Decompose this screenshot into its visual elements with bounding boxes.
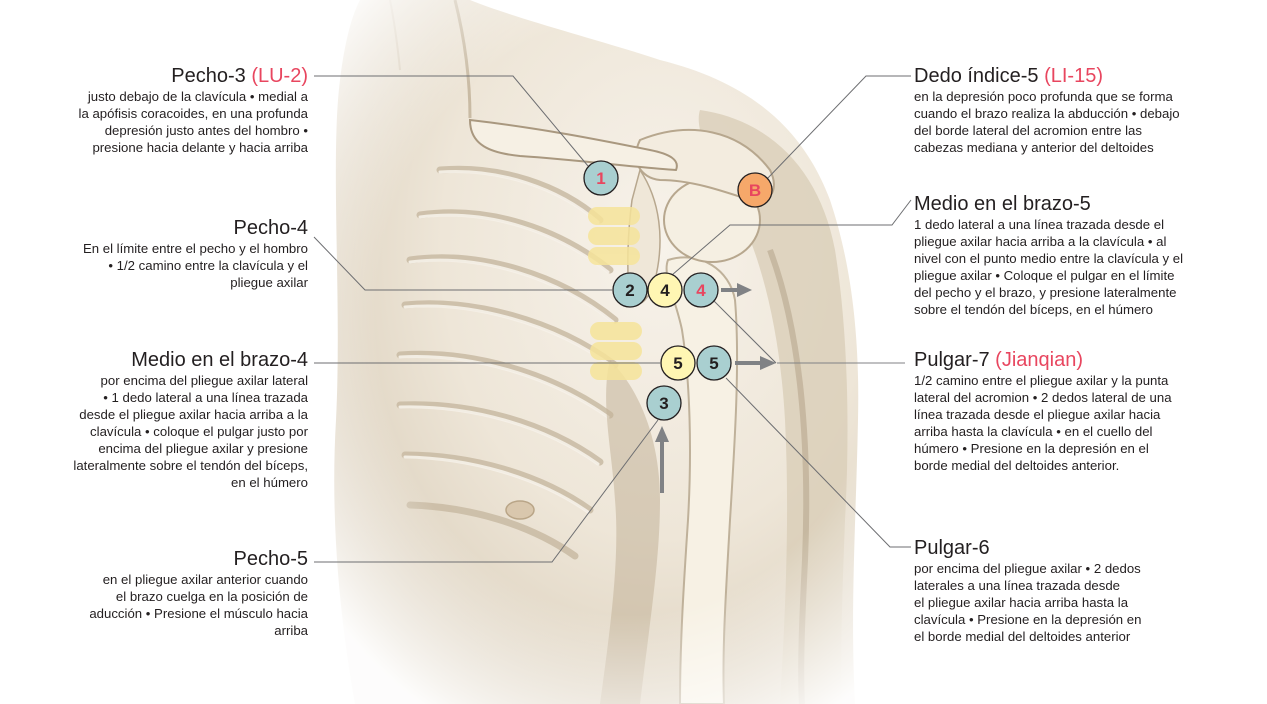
annotation-line: arriba hasta la clavícula • en el cuello… bbox=[914, 423, 1266, 440]
annotation-line: borde medial del deltoides anterior. bbox=[914, 457, 1266, 474]
acupoint-marker-B: B bbox=[738, 173, 772, 207]
acupoint-marker-label: 2 bbox=[625, 281, 634, 300]
annotation-line: en el húmero bbox=[0, 474, 308, 491]
acupoint-marker-label: 3 bbox=[659, 394, 668, 413]
annotation-pecho-5: Pecho-5 en el pliegue axilar anterior cu… bbox=[0, 547, 308, 639]
annotation-line: encima del pliegue axilar y presione bbox=[0, 440, 308, 457]
acupoint-marker-label: 4 bbox=[696, 281, 706, 300]
annotation-line: del borde lateral del acromion entre las bbox=[914, 122, 1266, 139]
acupoint-marker-4: 4 bbox=[648, 273, 682, 307]
annotation-line: el pliegue axilar hacia arriba hasta la bbox=[914, 594, 1266, 611]
annotation-medio-en-el-brazo-5: Medio en el brazo-5 1 dedo lateral a una… bbox=[914, 192, 1266, 318]
acupoint-marker-4: 4 bbox=[684, 273, 718, 307]
acupoint-marker-5: 5 bbox=[697, 346, 731, 380]
annotation-line: pliegue axilar hacia arriba a la clavícu… bbox=[914, 233, 1266, 250]
annotation-title: Pulgar-6 bbox=[914, 537, 990, 559]
annotation-line: 1/2 camino entre el pliegue axilar y la … bbox=[914, 372, 1266, 389]
annotation-title: Pecho-3 bbox=[171, 65, 246, 87]
annotation-line: nivel con el punto medio entre la clavíc… bbox=[914, 250, 1266, 267]
annotation-line: sobre el tendón del bíceps, en el húmero bbox=[914, 301, 1266, 318]
annotation-line: el borde medial del deltoides anterior bbox=[914, 628, 1266, 645]
annotation-line: por encima del pliegue axilar • 2 dedos bbox=[914, 560, 1266, 577]
annotation-line: cuando el brazo realiza la abducción • d… bbox=[914, 105, 1266, 122]
annotation-pulgar-6: Pulgar-6 por encima del pliegue axilar •… bbox=[914, 536, 1266, 645]
acupoint-marker-label: B bbox=[749, 181, 761, 200]
annotation-line: laterales a una línea trazada desde bbox=[914, 577, 1266, 594]
annotation-line: por encima del pliegue axilar lateral bbox=[0, 372, 308, 389]
annotation-line: línea trazada desde el pliegue axilar ha… bbox=[914, 406, 1266, 423]
acupoint-marker-label: 1 bbox=[596, 169, 605, 188]
annotation-line: En el límite entre el pecho y el hombro bbox=[0, 240, 308, 257]
annotation-line: cabezas mediana y anterior del deltoides bbox=[914, 139, 1266, 156]
annotation-line: clavícula • coloque el pulgar justo por bbox=[0, 423, 308, 440]
acupoint-marker-5: 5 bbox=[661, 346, 695, 380]
annotation-line: en la depresión poco profunda que se for… bbox=[914, 88, 1266, 105]
annotation-line: lateralmente sobre el tendón del bíceps, bbox=[0, 457, 308, 474]
annotation-line: aducción • Presione el músculo hacia bbox=[0, 605, 308, 622]
annotation-medio-en-el-brazo-4: Medio en el brazo-4 por encima del plieg… bbox=[0, 348, 308, 491]
annotation-line: la apófisis coracoides, en una profunda bbox=[0, 105, 308, 122]
acupoint-marker-label: 5 bbox=[673, 354, 682, 373]
annotation-line: del pecho y el brazo, y presione lateral… bbox=[914, 284, 1266, 301]
annotation-line: arriba bbox=[0, 622, 308, 639]
acupoint-marker-1: 1 bbox=[584, 161, 618, 195]
acupoint-marker-label: 5 bbox=[709, 354, 718, 373]
annotation-code: (LI-15) bbox=[1044, 65, 1103, 87]
annotation-line: pliegue axilar bbox=[0, 274, 308, 291]
annotation-line: en el pliegue axilar anterior cuando bbox=[0, 571, 308, 588]
annotation-code: (LU-2) bbox=[251, 65, 308, 87]
annotation-pulgar-7: Pulgar-7 (Jianqian) 1/2 camino entre el … bbox=[914, 348, 1266, 474]
annotation-title: Pecho-4 bbox=[234, 217, 309, 239]
annotation-line: pliegue axilar • Coloque el pulgar en el… bbox=[914, 267, 1266, 284]
annotation-pecho-3: Pecho-3 (LU-2) justo debajo de la clavíc… bbox=[0, 64, 308, 156]
annotation-pecho-4: Pecho-4 En el límite entre el pecho y el… bbox=[0, 216, 308, 291]
annotation-title: Medio en el brazo-5 bbox=[914, 193, 1091, 215]
acupoint-marker-2: 2 bbox=[613, 273, 647, 307]
annotation-dedo-indice-5: Dedo índice-5 (LI-15) en la depresión po… bbox=[914, 64, 1266, 156]
acupoint-marker-label: 4 bbox=[660, 281, 670, 300]
annotation-title: Pecho-5 bbox=[234, 548, 309, 570]
annotation-line: depresión justo antes del hombro • bbox=[0, 122, 308, 139]
annotation-line: justo debajo de la clavícula • medial a bbox=[0, 88, 308, 105]
annotation-line: presione hacia delante y hacia arriba bbox=[0, 139, 308, 156]
annotation-line: 1 dedo lateral a una línea trazada desde… bbox=[914, 216, 1266, 233]
annotation-line: el brazo cuelga en la posición de bbox=[0, 588, 308, 605]
annotation-line: lateral del acromion • 2 dedos lateral d… bbox=[914, 389, 1266, 406]
annotation-line: desde el pliegue axilar hacia arriba a l… bbox=[0, 406, 308, 423]
annotation-line: • 1 dedo lateral a una línea trazada bbox=[0, 389, 308, 406]
annotation-line: clavícula • Presione en la depresión en bbox=[914, 611, 1266, 628]
annotation-line: húmero • Presione en la depresión en el bbox=[914, 440, 1266, 457]
annotation-title: Medio en el brazo-4 bbox=[131, 349, 308, 371]
annotation-line: • 1/2 camino entre la clavícula y el bbox=[0, 257, 308, 274]
annotation-code: (Jianqian) bbox=[995, 349, 1083, 371]
annotation-title: Dedo índice-5 bbox=[914, 65, 1039, 87]
acupoint-marker-3: 3 bbox=[647, 386, 681, 420]
nipple bbox=[506, 501, 534, 519]
annotation-title: Pulgar-7 bbox=[914, 349, 990, 371]
finger-width-indicator-upper bbox=[588, 207, 640, 265]
finger-width-indicator-lower bbox=[590, 322, 642, 380]
